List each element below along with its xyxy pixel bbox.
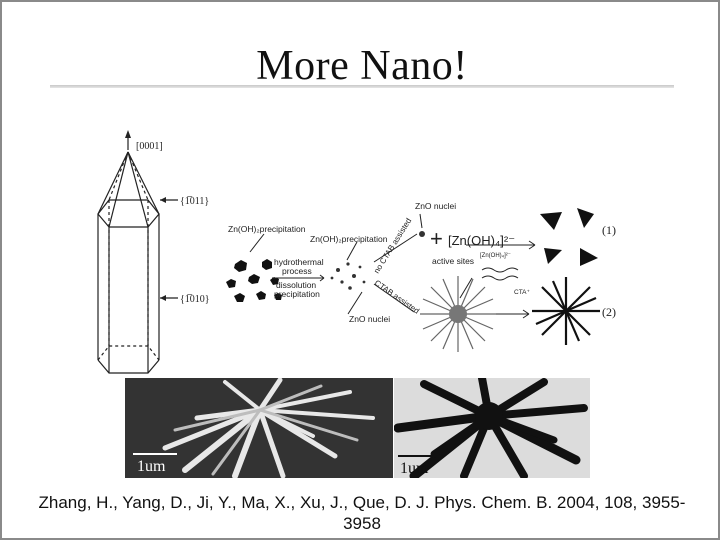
route-1-triangles <box>540 208 598 266</box>
zincate-small-label: [Zn(OH)₄]²⁻ <box>480 253 511 259</box>
scale-bar-label-left: 1um <box>137 458 166 475</box>
active-sites-label: active sites <box>432 256 474 266</box>
zinc-hydroxide-precipitate <box>226 259 282 302</box>
precipitation-label-2: Zn(OH)₂precipitation <box>310 234 388 244</box>
title-underline <box>50 85 674 88</box>
sem-micrograph: 1um <box>125 378 393 478</box>
active-site-flower <box>420 276 496 352</box>
hydrothermal-label: hydrothermal <box>274 257 324 267</box>
zno-nuclei-dots <box>330 231 425 290</box>
crystal-axis-label: [0001] <box>136 141 163 152</box>
citation-line-2: 3958 <box>343 514 381 533</box>
no-ctab-label: no CTAB assisted <box>372 216 413 275</box>
route-2-star <box>532 277 600 345</box>
tem-micrograph: 1um <box>394 378 590 478</box>
growth-scheme <box>226 208 600 352</box>
zincate-ion-label: [Zn(OH)₄]²⁻ <box>448 233 515 248</box>
citation-line-1: Zhang, H., Yang, D., Ji, Y., Ma, X., Xu,… <box>38 493 686 512</box>
slide-title: More Nano! <box>256 43 468 89</box>
plus-sign: + <box>430 226 443 251</box>
dissolution-precipitation-label: precipitation <box>274 289 320 299</box>
zno-nuclei-label-top: ZnO nuclei <box>415 201 456 211</box>
pyramid-face-label: {1̅011} <box>180 196 209 207</box>
prism-face-label: {1̅010} <box>180 294 210 305</box>
precipitation-label-1: Zn(OH)₂precipitation <box>228 224 306 234</box>
route-1-label: (1) <box>602 223 616 237</box>
route-2-label: (2) <box>602 305 616 319</box>
zno-nuclei-label-bottom: ZnO nuclei <box>349 314 390 324</box>
scale-bar-label-right: 1um <box>400 460 429 477</box>
hexagonal-crystal-diagram <box>97 130 178 374</box>
cta-label: CTA⁺ <box>514 289 530 296</box>
process-label: process <box>282 266 312 276</box>
dissolution-label: dissolution <box>276 280 316 290</box>
citation: Zhang, H., Yang, D., Ji, Y., Ma, X., Xu,… <box>2 492 718 534</box>
ctab-label: CTAB assisted <box>373 278 421 315</box>
